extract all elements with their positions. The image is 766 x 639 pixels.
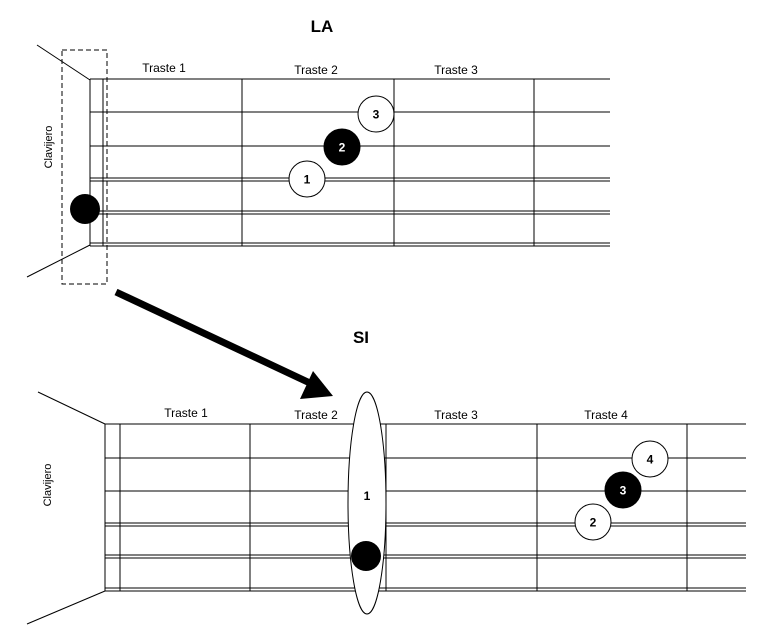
finger-marker: 2 [323, 128, 361, 166]
chord-title-si: SI [353, 328, 369, 347]
headstock-label: Clavijero [42, 464, 54, 507]
fret-label-3: Traste 3 [434, 408, 478, 422]
finger-marker: 3 [357, 95, 395, 133]
fret-label-1: Traste 1 [142, 61, 186, 75]
nut-highlight-box [61, 49, 108, 285]
fret-label-3: Traste 3 [434, 63, 478, 77]
fret-label-2: Traste 2 [294, 63, 338, 77]
finger-number: 2 [590, 516, 597, 530]
finger-number: 3 [373, 108, 380, 122]
finger-number: 4 [647, 453, 654, 467]
headstock-edge-top [36, 44, 91, 81]
finger-marker: 4 [631, 440, 669, 478]
barre-finger-number: 1 [364, 489, 371, 503]
headstock-edge-bottom [26, 244, 91, 278]
headstock-edge-bottom [26, 590, 106, 625]
chord-diagram-la: LA Clavijero Traste 1 [26, 17, 610, 285]
barre-marker: 1 [347, 391, 387, 615]
strings [105, 423, 746, 592]
fret-label-4: Traste 4 [584, 408, 628, 422]
fret-label-1: Traste 1 [164, 406, 208, 420]
fret-label-2: Traste 2 [294, 408, 338, 422]
finger-marker: 1 [288, 160, 326, 198]
chord-title-la: LA [311, 17, 334, 36]
strings [90, 78, 610, 247]
root-note-dot [351, 541, 381, 571]
finger-number: 1 [304, 173, 311, 187]
finger-number: 3 [620, 484, 627, 498]
chord-diagram-si: SI Clavijero Traste 1 T [26, 328, 746, 625]
headstock-edge-top [37, 391, 106, 425]
headstock-label: Clavijero [43, 126, 55, 169]
frets [89, 79, 535, 246]
finger-marker: 2 [574, 503, 612, 541]
finger-marker: 3 [604, 471, 642, 509]
root-note-dot [70, 194, 100, 224]
transition-arrow [114, 288, 333, 399]
finger-number: 2 [339, 141, 346, 155]
